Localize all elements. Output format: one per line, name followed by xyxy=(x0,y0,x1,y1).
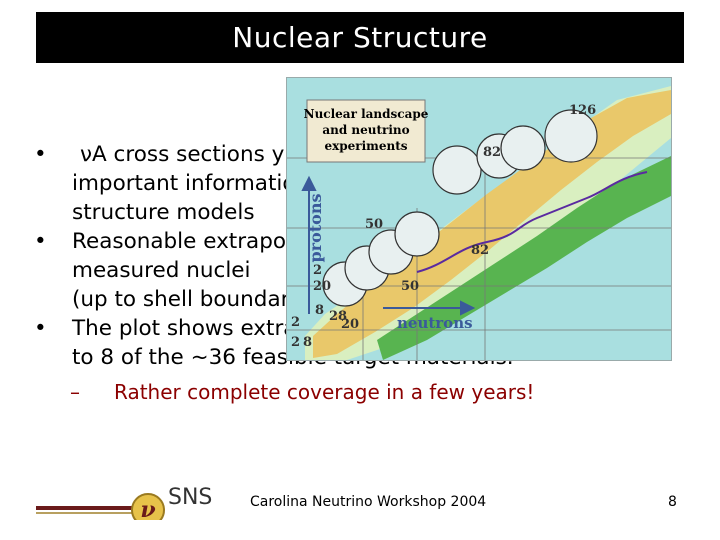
sub-bullet-text: Rather complete coverage in a few years! xyxy=(114,380,535,404)
magic-8-left: 8 xyxy=(315,303,324,318)
magic-20-left: 20 xyxy=(313,279,331,294)
legend-scroll xyxy=(306,99,426,163)
sub-bullet-dash: – xyxy=(70,380,80,404)
legend-line-1: Nuclear landscape xyxy=(304,107,429,121)
logo-text: SNS xyxy=(168,485,212,510)
neutrons-label: neutrons xyxy=(397,314,473,332)
bullet-2-line-2: measured nuclei xyxy=(72,258,251,283)
r-process-path xyxy=(416,171,648,273)
magic-20-bottom: 20 xyxy=(341,317,359,332)
magic-2-top: 2 xyxy=(313,263,322,278)
magic-126: 126 xyxy=(569,103,596,118)
magic-2-mid: 2 xyxy=(291,315,300,330)
bullet-2-line-3: (up to shell boundaries) xyxy=(72,287,329,312)
magic-50-top: 50 xyxy=(365,217,383,232)
legend-line-2: and neutrino xyxy=(322,123,409,137)
legend-line-3: experiments xyxy=(324,139,407,153)
nuclear-landscape-figure: Nuclear landscape and neutrino experimen… xyxy=(286,77,672,361)
sub-bullet: – Rather complete coverage in a few year… xyxy=(34,378,704,407)
magic-2-bottom: 2 xyxy=(291,335,300,350)
footer-text: Carolina Neutrino Workshop 2004 xyxy=(250,494,487,510)
page-number: 8 xyxy=(668,494,677,510)
bullet-1-line-1: νA cross sections yield xyxy=(80,142,324,167)
bullet-2: • Reasonable extrapolation from measured… xyxy=(34,227,704,314)
slide-title: Nuclear Structure xyxy=(232,21,488,54)
experiment-circles xyxy=(322,109,598,307)
nuclear-landscape-svg: Nuclear landscape and neutrino experimen… xyxy=(287,86,671,360)
magic-8-bottom: 8 xyxy=(303,335,312,350)
bullet-1: • νA cross sections yield important info… xyxy=(34,140,704,227)
title-bar: Nuclear Structure xyxy=(36,12,684,63)
bullet-1-line-3: structure models xyxy=(72,200,255,225)
magic-82-bottom: 82 xyxy=(471,243,489,258)
bullet-dot: • xyxy=(34,229,47,254)
magic-50-bottom: 50 xyxy=(401,279,419,294)
axis-arrows xyxy=(301,175,476,316)
magic-numbers: 126 82 82 50 50 28 20 20 8 8 2 2 2 xyxy=(291,103,596,350)
bullet-dot: • xyxy=(34,316,47,341)
sns-logo: ν SNS xyxy=(36,480,246,527)
magic-82-top: 82 xyxy=(483,145,501,160)
logo-glyph: ν xyxy=(140,497,155,520)
magic-28: 28 xyxy=(329,309,347,324)
bullet-dot: • xyxy=(34,142,47,167)
protons-label: protons xyxy=(306,194,325,263)
sns-logo-svg: ν SNS xyxy=(36,485,212,527)
